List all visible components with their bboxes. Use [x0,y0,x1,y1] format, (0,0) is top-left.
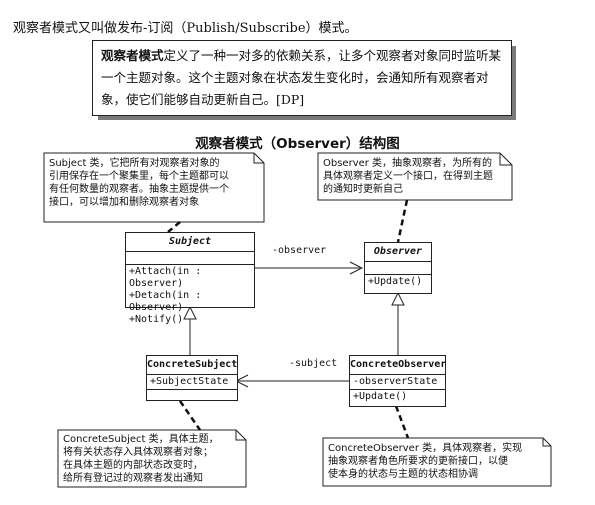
note-line: 使本身的状态与主题的状态相协调 [328,469,478,480]
note-subject-box [43,152,265,223]
class-name: ConcreteSubject [147,356,237,375]
definition-quote: 观察者模式定义了一种一对多的依赖关系，让多个观察者对象同时监听某一个主题对象。这… [92,40,512,116]
attribute: +SubjectState [150,376,229,387]
methods-section [147,390,237,402]
note-subject: Subject 类，它把所有对观察者对象的 引用保存在一个聚集里，每个主题都可以… [49,157,229,209]
note-line: 的通知时更新自己 [323,184,403,195]
diagram-title: 观察者模式（Observer）结构图 [195,136,400,152]
note-observer-box [317,152,513,201]
method: +Notify() [129,314,184,325]
methods-section: +Update() [365,275,431,289]
class-observer: Observer +Update() [364,242,432,294]
class-concrete-subject: ConcreteSubject +SubjectState [146,355,238,401]
note-line: 将有关状态存入具体观察者对象； [63,447,213,458]
note-line: 有任何数量的观察者。抽象主题提供一个 [49,184,229,195]
association-label-subject: -subject [289,358,338,369]
method: +Attach(in : Observer) [129,266,202,289]
note-concrete-observer: ConcreteObserver 类，具体观察者，实现 抽象观察者角色所要求的更… [328,442,522,481]
note-line: 给所有登记过的观察者发出通知 [63,473,203,484]
class-name: Subject [126,233,254,252]
intro-text: 观察者模式又叫做发布-订阅（Publish/Subscribe）模式。 [13,21,358,36]
methods-section: +Update() [350,390,445,404]
attribute: -observerState [353,376,438,387]
class-name: Observer [365,243,431,262]
note-observer: Observer 类，抽象观察者，为所有的 具体观察者定义一个接口，在得到主题 … [323,157,493,196]
attributes-section [365,262,431,275]
attributes-section: -observerState [350,375,445,390]
method: +Detach(in : Observer) [129,290,202,313]
note-line: Subject 类，它把所有对观察者对象的 [49,158,220,169]
method: +Update() [368,276,423,287]
methods-section: +Attach(in : Observer) +Detach(in : Obse… [126,265,254,327]
note-line: ConcreteObserver 类，具体观察者，实现 [328,443,523,454]
note-line: 在具体主题的内部状态改变时， [63,460,203,471]
note-line: Observer 类，抽象观察者，为所有的 [323,158,493,169]
note-concrete-subject-box [57,429,247,488]
association-label-observer: -observer [272,245,327,256]
method: +Update() [353,391,408,402]
note-line: ConcreteSubject 类，具体主题， [63,434,219,445]
note-line: 抽象观察者角色所要求的更新接口，以便 [328,456,508,467]
note-line: 具体观察者定义一个接口，在得到主题 [323,171,493,182]
attributes-section [126,252,254,265]
quote-bold: 观察者模式 [101,48,164,63]
note-line: 引用保存在一个聚集里，每个主题都可以 [49,171,229,182]
note-concrete-subject: ConcreteSubject 类，具体主题， 将有关状态存入具体观察者对象； … [63,433,219,485]
attributes-section: +SubjectState [147,375,237,390]
note-concrete-observer-box [322,437,552,487]
note-line: 接口，可以增加和删除观察者对象 [49,197,199,208]
class-name: ConcreteObserver [350,356,446,375]
class-concrete-observer: ConcreteObserver -observerState +Update(… [349,355,446,407]
quote-text: 定义了一种一对多的依赖关系，让多个观察者对象同时监听某一个主题对象。这个主题对象… [101,48,502,107]
class-subject: Subject +Attach(in : Observer) +Detach(i… [125,232,255,325]
